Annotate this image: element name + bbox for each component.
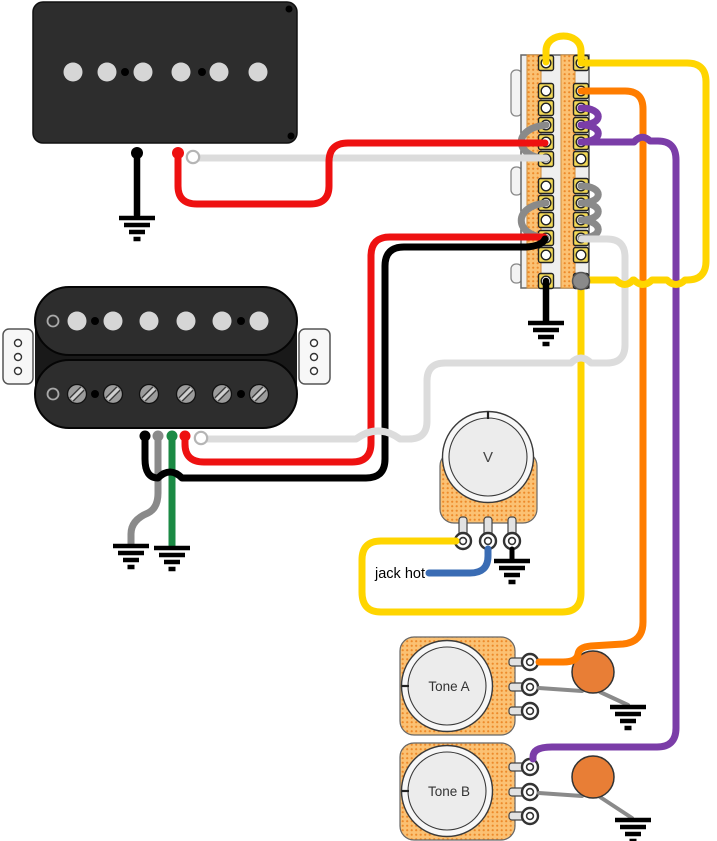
wire-red-neck-to-switch: [174, 139, 549, 208]
wire-purple-switch-to-tone-b: [529, 133, 680, 763]
ground-symbol-volume: [494, 561, 530, 582]
humbucker-bottom-coil: [34, 359, 298, 429]
wire-yellow-top-jumper: [542, 32, 585, 66]
tone-b-pot: [399, 742, 540, 841]
volume-pot-label: V: [483, 449, 493, 466]
tone-b-capacitor: [537, 755, 651, 841]
tone-b-lug-3: [520, 806, 540, 826]
neck-pickup-screw: [285, 5, 293, 13]
neck-pickup: [32, 1, 298, 144]
tone-a-capacitor: [537, 650, 646, 728]
neck-pickup-pole-pieces: [63, 62, 268, 82]
switch-wafer: [560, 54, 576, 289]
humbucker-pickup: [2, 286, 331, 429]
wire-purple-jumper: [577, 104, 602, 146]
tone-b-pot-label: Tone B: [428, 784, 470, 799]
tone-a-lug-2: [520, 677, 540, 697]
tone-a-pot: [399, 636, 540, 736]
humbucker-top-coil: [34, 286, 298, 356]
ground-symbol-humbucker-gray: [113, 546, 149, 567]
neck-pickup-screw: [287, 132, 295, 140]
wire-black-humbucker-to-switch: [141, 235, 549, 482]
selector-switch: [510, 54, 590, 290]
ground-symbol-humbucker-green: [154, 548, 190, 569]
wire-blue-jack-hot: [425, 545, 492, 577]
capacitor-b-body: [571, 755, 615, 799]
switch-common-terminal: [571, 271, 591, 291]
wire-terminals: [131, 147, 591, 446]
tone-a-pot-label: Tone A: [428, 679, 469, 694]
jack-hot-label: jack hot: [374, 566, 425, 582]
tone-a-lug-3: [520, 701, 540, 721]
tone-b-lug-1: [520, 757, 540, 777]
ground-symbol-cap-a: [610, 707, 646, 728]
ground-symbol-cap-b: [615, 820, 651, 841]
tone-b-lug-2: [520, 782, 540, 802]
capacitor-a-body: [571, 650, 615, 694]
humbucker-screw-poles: [68, 385, 269, 404]
ground-symbol-switch: [528, 323, 564, 344]
volume-pot: [439, 410, 538, 551]
wire-gray-humbucker-to-ground: [127, 433, 162, 548]
wire-orange-switch-to-tone-a: [535, 87, 647, 666]
ground-symbol-neck: [119, 218, 155, 239]
wire-yellow-switch-common-to-volume: [358, 277, 585, 616]
wire-red-humbucker-to-switch: [181, 233, 548, 466]
wire-gray-jumper-chain-right: [577, 182, 602, 242]
wire-yellow-loop-to-common: [577, 59, 710, 288]
wire-white-humbucker-to-switch: [197, 235, 629, 443]
humbucker-slug-poles: [67, 311, 269, 331]
neck-pickup-body: [32, 1, 298, 144]
